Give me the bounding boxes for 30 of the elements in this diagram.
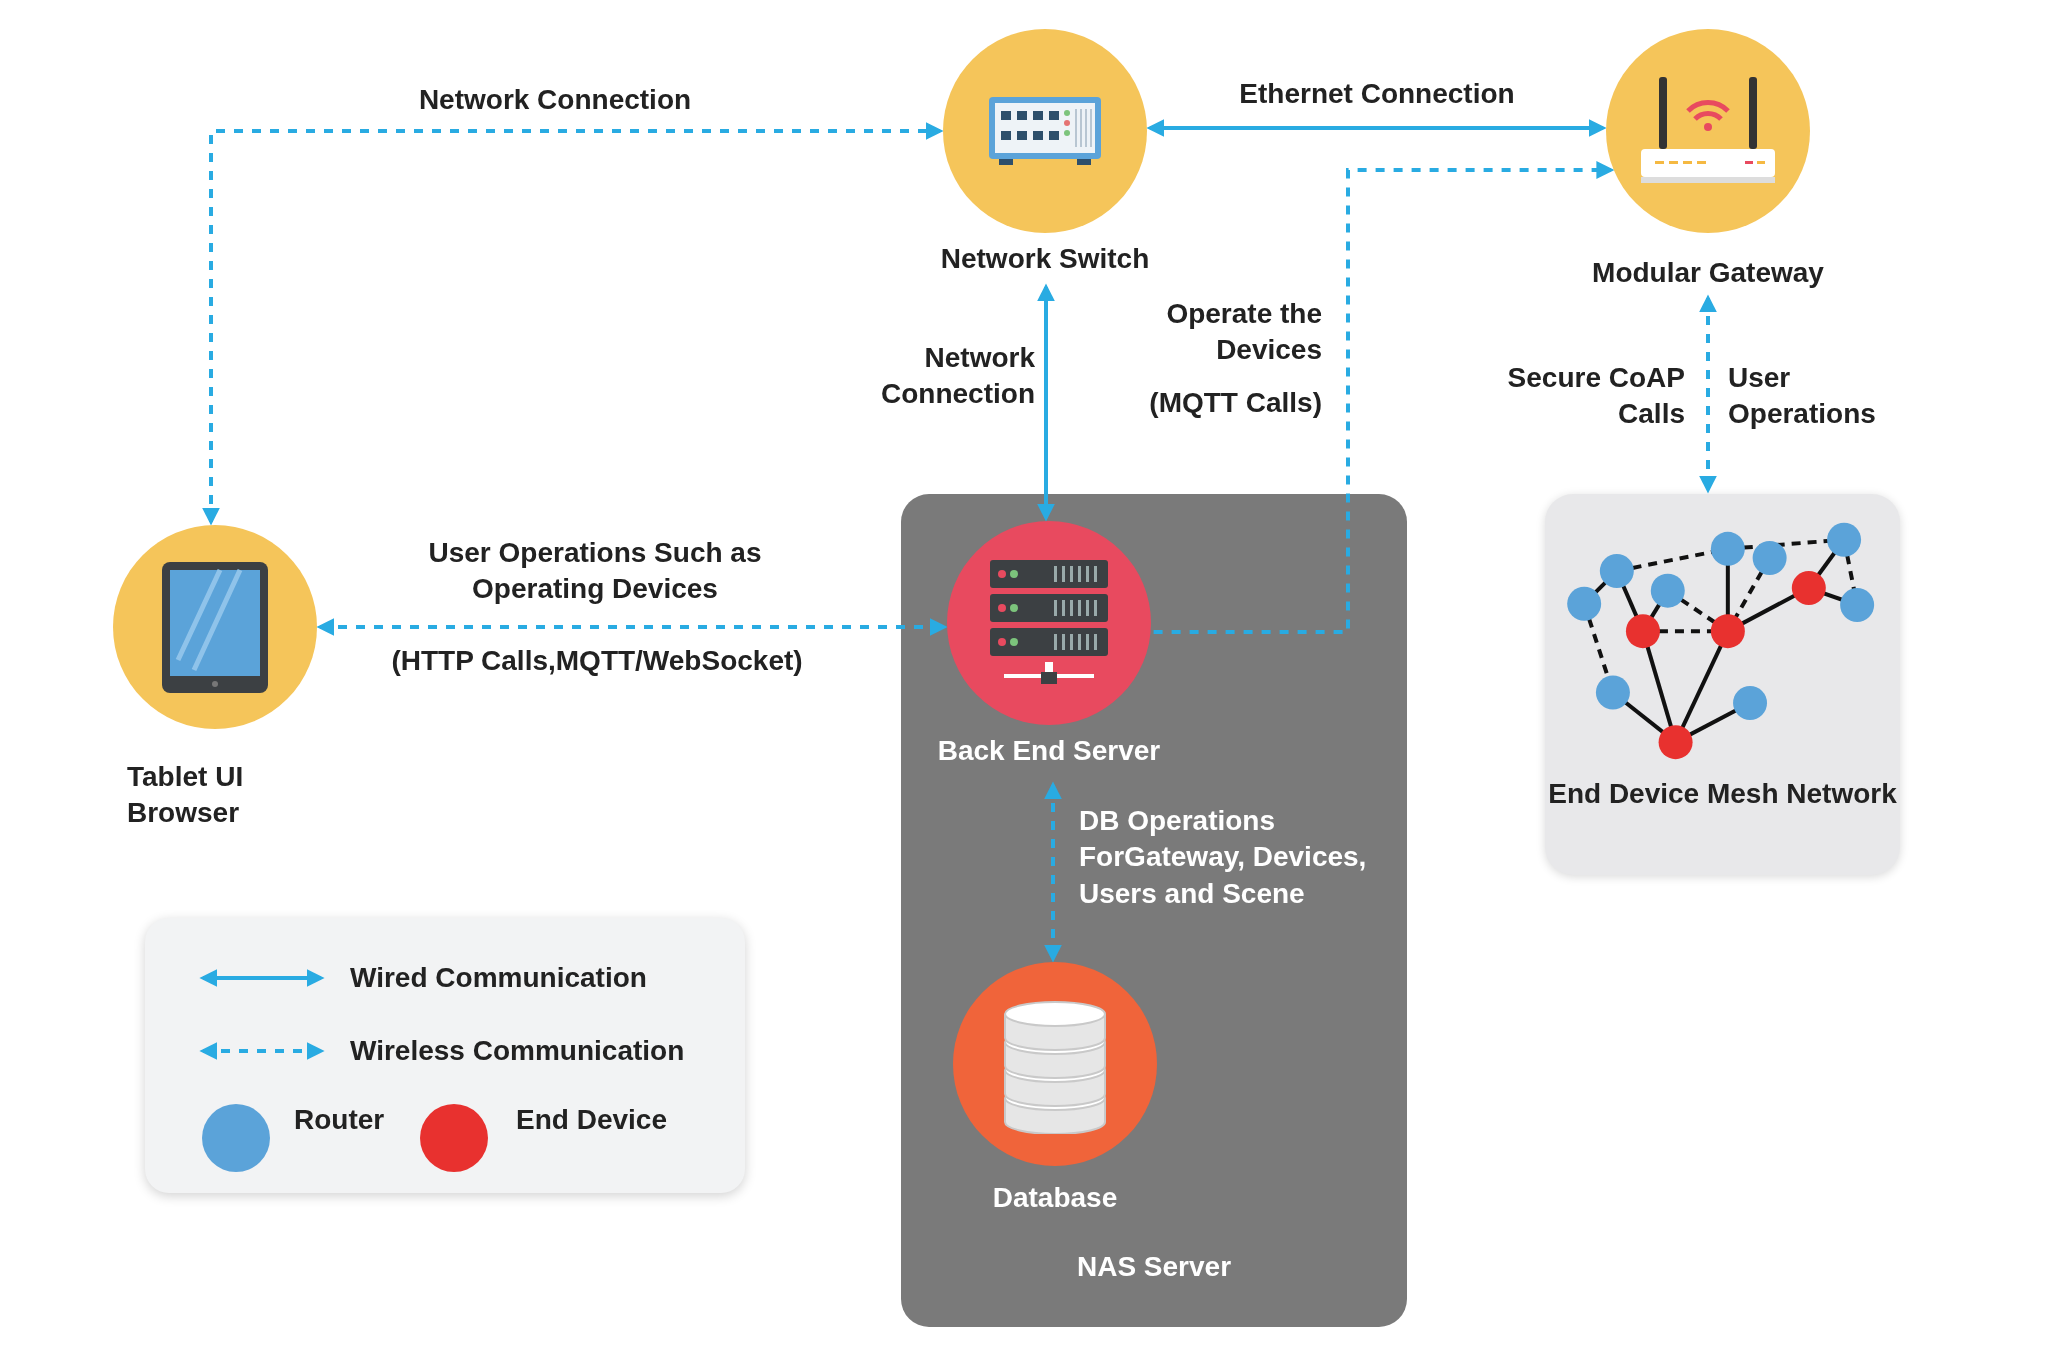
edge-label: Network Connection	[880, 341, 1035, 412]
edge-label: DB Operations ForGateway, Devices, Users and Scene	[1079, 804, 1368, 911]
edge-label: Operate the Devices	[1165, 297, 1322, 368]
panel-title: End Device Mesh Network	[1547, 777, 1898, 811]
annotation-label: (MQTT Calls)	[1148, 386, 1322, 420]
dashed-arrow	[316, 618, 948, 636]
node-label: Tablet UI Browser	[127, 760, 245, 831]
edge-label: Ethernet Connection	[1238, 77, 1516, 111]
dashed-arrow	[202, 122, 944, 526]
server-group-panel	[901, 494, 1407, 1327]
legend-label: Wireless Communication	[350, 1035, 685, 1067]
mesh-network-panel	[1545, 494, 1900, 875]
legend-label: Wired Communication	[350, 962, 647, 994]
legend-label: Router	[294, 1104, 385, 1136]
arrow	[1146, 119, 1607, 137]
node-label: Network Switch	[939, 242, 1151, 276]
legend-label: End Device	[516, 1104, 667, 1136]
arrow	[1037, 283, 1055, 522]
node-label: Database	[991, 1181, 1119, 1215]
node-label: Back End Server	[936, 734, 1162, 768]
annotation-label: User Operations	[1728, 361, 1877, 432]
annotation-label: (HTTP Calls,MQTT/WebSocket)	[390, 644, 804, 678]
dashed-arrow	[1699, 294, 1717, 494]
edge-label: User Operations Such as Operating Devices	[427, 536, 763, 607]
edge-label: Secure CoAP Calls	[1506, 361, 1685, 432]
dashed-arrow	[1153, 161, 1615, 634]
node-label: Modular Gateway	[1591, 256, 1825, 290]
edge-label: Network Connection	[417, 83, 693, 117]
dashed-arrow	[1044, 781, 1062, 963]
panel-title: NAS Server	[1075, 1250, 1233, 1284]
